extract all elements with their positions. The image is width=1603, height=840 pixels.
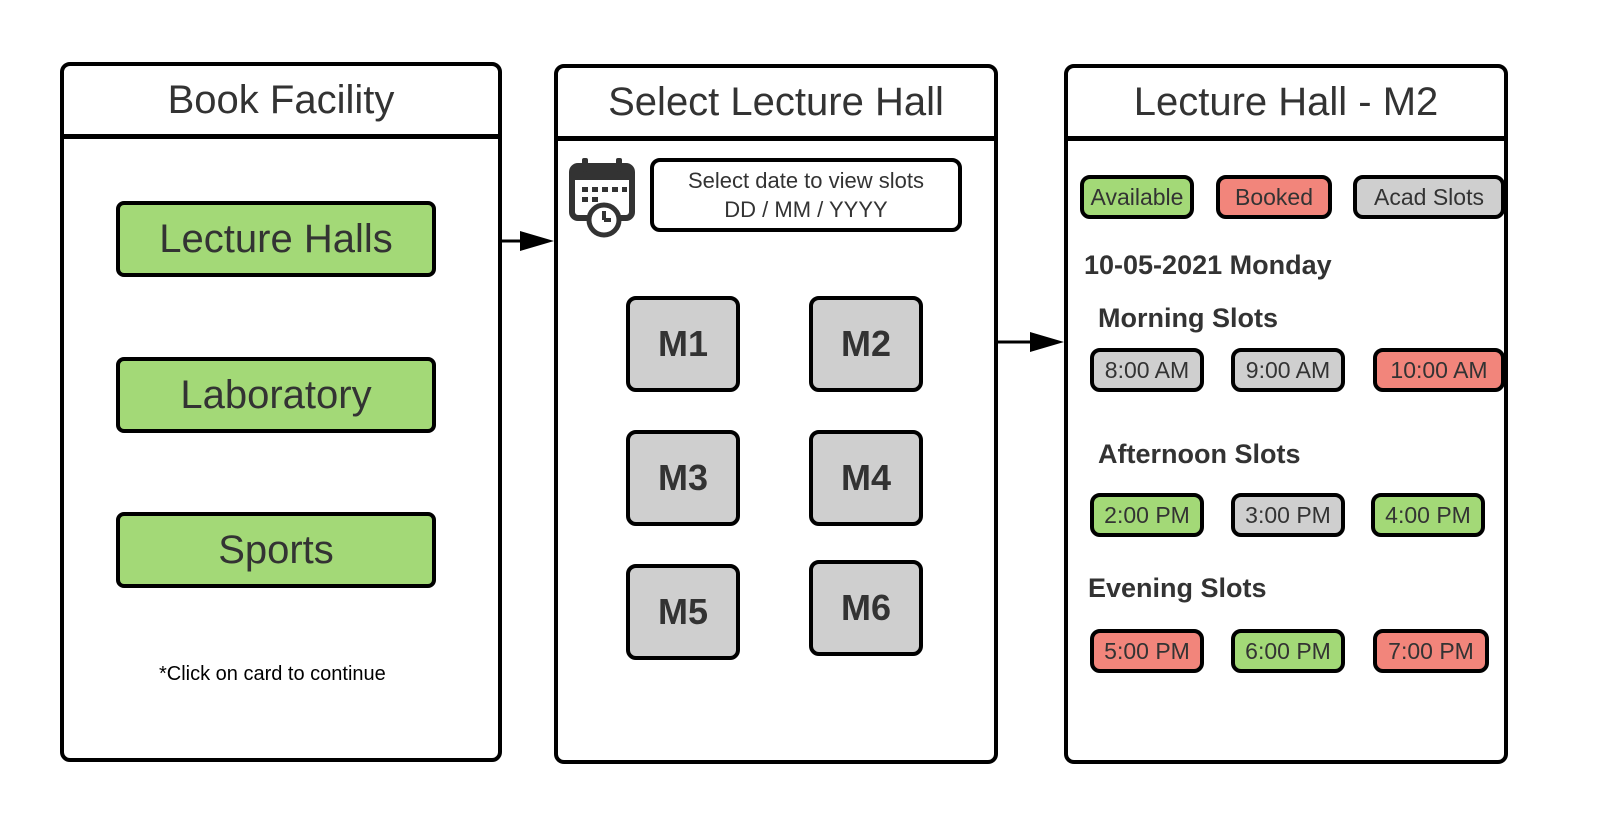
hall-m2-button[interactable]: M2 — [809, 296, 923, 392]
afternoon-slots-heading: Afternoon Slots — [1098, 439, 1301, 469]
calendar-clock-icon[interactable] — [568, 156, 640, 240]
selected-date: 10-05-2021 Monday — [1084, 250, 1332, 280]
hall-m1-button[interactable]: M1 — [626, 296, 740, 392]
hall-m5-button[interactable]: M5 — [626, 564, 740, 660]
legend-available: Available — [1080, 175, 1194, 219]
slot-8am[interactable]: 8:00 AM — [1090, 348, 1204, 392]
book-facility-panel: Book Facility Lecture Halls Laboratory S… — [60, 62, 502, 762]
slot-7pm[interactable]: 7:00 PM — [1373, 629, 1489, 673]
lecture-halls-card[interactable]: Lecture Halls — [116, 201, 436, 277]
panel-title: Lecture Hall - M2 — [1068, 68, 1504, 141]
select-lecture-hall-panel: Select Lecture Hall Select date to view … — [554, 64, 998, 764]
morning-slots-heading: Morning Slots — [1098, 303, 1278, 333]
slot-4pm[interactable]: 4:00 PM — [1371, 493, 1485, 537]
slot-9am[interactable]: 9:00 AM — [1231, 348, 1345, 392]
arrow-head — [1030, 332, 1064, 352]
date-placeholder: DD / MM / YYYY — [724, 197, 888, 222]
date-prompt: Select date to view slots — [687, 168, 924, 193]
legend-booked: Booked — [1216, 175, 1332, 219]
evening-slots-heading: Evening Slots — [1088, 573, 1267, 603]
lecture-hall-detail-panel: Lecture Hall - M2 Available Booked Acad … — [1064, 64, 1508, 764]
slot-5pm[interactable]: 5:00 PM — [1090, 629, 1204, 673]
date-picker-field[interactable]: Select date to view slots DD / MM / YYYY — [650, 158, 962, 232]
panel-title: Book Facility — [64, 66, 498, 139]
hall-m3-button[interactable]: M3 — [626, 430, 740, 526]
sports-card[interactable]: Sports — [116, 512, 436, 588]
laboratory-card[interactable]: Laboratory — [116, 357, 436, 433]
legend-acad-slots: Acad Slots — [1353, 175, 1505, 219]
hall-m6-button[interactable]: M6 — [809, 560, 923, 656]
hall-m4-button[interactable]: M4 — [809, 430, 923, 526]
slot-2pm[interactable]: 2:00 PM — [1090, 493, 1204, 537]
panel-title: Select Lecture Hall — [558, 68, 994, 141]
slot-10am[interactable]: 10:00 AM — [1373, 348, 1505, 392]
continue-hint: *Click on card to continue — [159, 663, 386, 685]
arrow-head — [520, 231, 554, 251]
slot-6pm[interactable]: 6:00 PM — [1231, 629, 1345, 673]
slot-3pm[interactable]: 3:00 PM — [1231, 493, 1345, 537]
